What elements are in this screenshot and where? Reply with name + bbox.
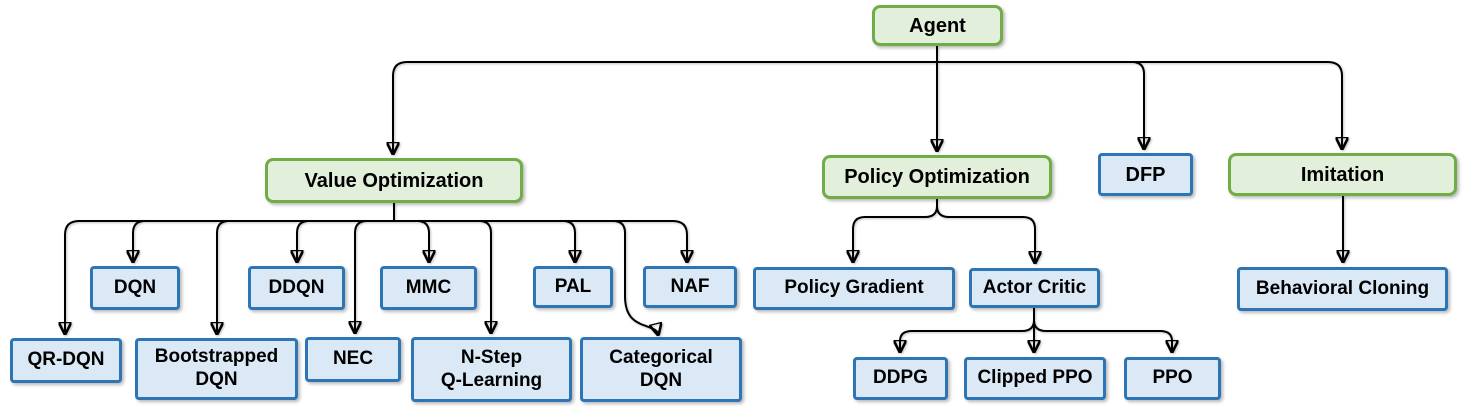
edge-value-optimization-pal [562,220,575,261]
edge-actor-critic-ddpg [900,308,1035,351]
node-actor-critic: Actor Critic [969,268,1100,308]
node-imitation: Imitation [1228,153,1457,196]
node-clipped-ppo: Clipped PPO [964,357,1106,400]
node-naf: NAF [643,266,737,308]
node-n-step-q-learning: N-Step Q-Learning [411,337,572,402]
edge-policy-optimization-policy-gradient [853,199,938,261]
node-qr-dqn: QR-DQN [10,338,122,383]
edge-value-optimization-ddqn [297,220,310,261]
edge-value-optimization-nec [355,220,368,332]
node-value-optimization: Value Optimization [265,158,523,203]
node-ddqn: DDQN [248,266,345,310]
edge-value-optimization-qr-dqn [65,220,80,333]
edge-actor-critic-ppo [1033,308,1172,351]
node-dfp: DFP [1098,153,1193,196]
node-policy-gradient: Policy Gradient [753,267,955,310]
edge-value-optimization-naf [672,220,687,261]
edge-agent-imitation [1327,61,1342,148]
node-agent: Agent [872,5,1003,46]
node-policy-optimization: Policy Optimization [822,155,1052,199]
node-ddpg: DDPG [853,357,948,400]
edge-value-optimization-n-step-q-learning [478,220,491,332]
edge-agent-dfp [1131,61,1144,148]
node-mmc: MMC [380,266,477,310]
node-pal: PAL [533,266,613,308]
edge-agent-value-optimization [393,61,408,153]
edge-policy-optimization-actor-critic [936,199,1035,262]
edge-value-optimization-mmc [416,220,429,261]
node-bootstrapped-dqn: Bootstrapped DQN [135,338,298,400]
node-behavioral-cloning: Behavioral Cloning [1237,267,1448,311]
node-dqn: DQN [90,266,180,310]
edge-value-optimization-categorical-dqn [612,220,658,334]
edge-value-optimization-dqn [133,220,146,261]
node-categorical-dqn: Categorical DQN [580,337,742,402]
edge-value-optimization-bootstrapped-dqn [217,220,230,333]
node-ppo: PPO [1124,357,1221,400]
node-nec: NEC [305,337,401,382]
